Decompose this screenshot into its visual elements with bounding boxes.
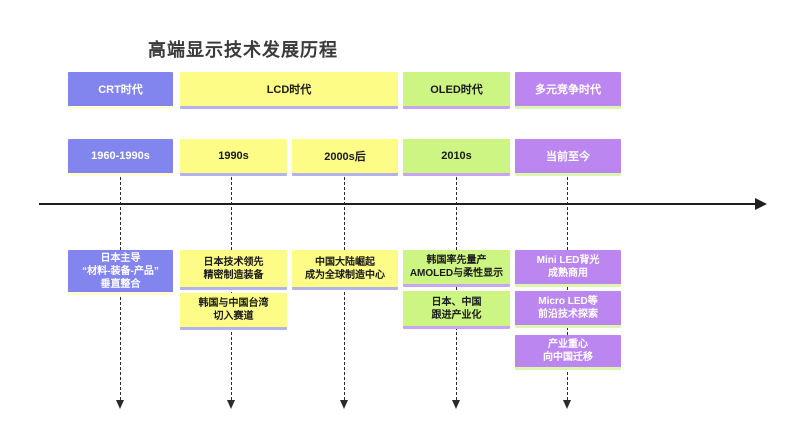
period-box-2000s: 2000s后	[292, 139, 398, 176]
dashed-line-current	[567, 177, 568, 400]
era-box-oled: OLED时代	[403, 72, 510, 109]
page-title: 高端显示技术发展历程	[148, 40, 338, 60]
note-text: 韩国与中国台湾 切入赛道	[198, 298, 269, 322]
period-label: 当前至今	[546, 151, 590, 163]
note-box-korea-amoled: 韩国率先量产 AMOLED与柔性显示	[403, 250, 510, 287]
period-label: 2010s	[441, 150, 472, 162]
dashed-line-oled	[456, 177, 457, 400]
note-text: 中国大陆崛起 成为全球制造中心	[305, 256, 385, 281]
note-box-japan-vertical-integration: 日本主导 “材料-装备-产品” 垂直整合	[68, 250, 173, 295]
note-text: 韩国率先量产 AMOLED与柔性显示	[409, 255, 504, 279]
note-text: Mini LED背光 成熟商用	[536, 255, 600, 279]
era-box-multi-competition: 多元竞争时代	[515, 72, 621, 109]
note-box-japan-china-follow: 日本、中国 跟进产业化	[403, 291, 510, 329]
down-arrow-icon	[452, 400, 460, 409]
era-label: LCD时代	[266, 84, 312, 96]
era-box-lcd: LCD时代	[180, 72, 398, 109]
note-text: 产业重心 向中国迁移	[543, 339, 593, 363]
note-box-korea-taiwan-entry: 韩国与中国台湾 切入赛道	[180, 293, 287, 330]
era-label: 多元竞争时代	[535, 84, 601, 96]
right-arrow-icon	[755, 198, 767, 210]
down-arrow-icon	[116, 400, 124, 409]
note-box-mini-led: Mini LED背光 成熟商用	[515, 250, 621, 287]
note-text: Micro LED等 前沿技术探索	[538, 296, 598, 320]
down-arrow-icon	[563, 400, 571, 409]
period-label: 1990s	[218, 150, 249, 162]
note-box-china-rise: 中国大陆崛起 成为全球制造中心	[292, 250, 398, 290]
timeline-axis	[39, 203, 756, 205]
note-text: 日本技术领先 精密制造装备	[203, 256, 264, 281]
note-box-micro-led: Micro LED等 前沿技术探索	[515, 291, 621, 328]
note-box-industry-shift-china: 产业重心 向中国迁移	[515, 335, 621, 370]
down-arrow-icon	[227, 400, 235, 409]
era-label: OLED时代	[430, 84, 483, 96]
period-box-2010s: 2010s	[403, 139, 510, 176]
era-box-crt: CRT时代	[68, 72, 173, 109]
note-text: 日本主导 “材料-装备-产品” 垂直整合	[82, 252, 159, 290]
down-arrow-icon	[340, 400, 348, 409]
period-box-1960-1990s: 1960-1990s	[68, 139, 173, 176]
period-label: 2000s后	[324, 151, 366, 163]
note-box-japan-tech-lead: 日本技术领先 精密制造装备	[180, 250, 287, 290]
note-text: 日本、中国 跟进产业化	[431, 296, 482, 321]
period-label: 1960-1990s	[91, 150, 150, 162]
period-box-1990s: 1990s	[180, 139, 287, 176]
period-box-current: 当前至今	[515, 139, 621, 176]
era-label: CRT时代	[98, 84, 143, 96]
